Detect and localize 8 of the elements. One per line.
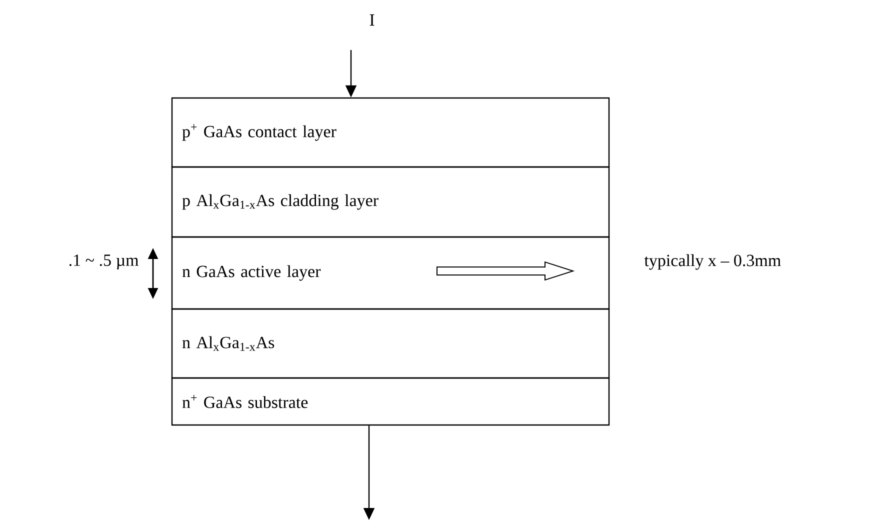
layer-box: n Al$_{x}$Ga$_{1-x}$As [171,308,610,379]
dimension-label: .1 ~ .5 µm [69,254,139,270]
edge-label: I [370,14,374,26]
layer-box: p Al$_{x}$Ga$_{1-x}$As cladding layer [171,166,610,238]
layer-box: n$^{+}$ GaAs substrate [171,377,610,426]
note-label: typically x – 0.3mm [644,254,781,270]
layer-box: n GaAs active layer [171,236,610,310]
layer-box: p$^{+}$ GaAs contact layer [171,97,610,168]
